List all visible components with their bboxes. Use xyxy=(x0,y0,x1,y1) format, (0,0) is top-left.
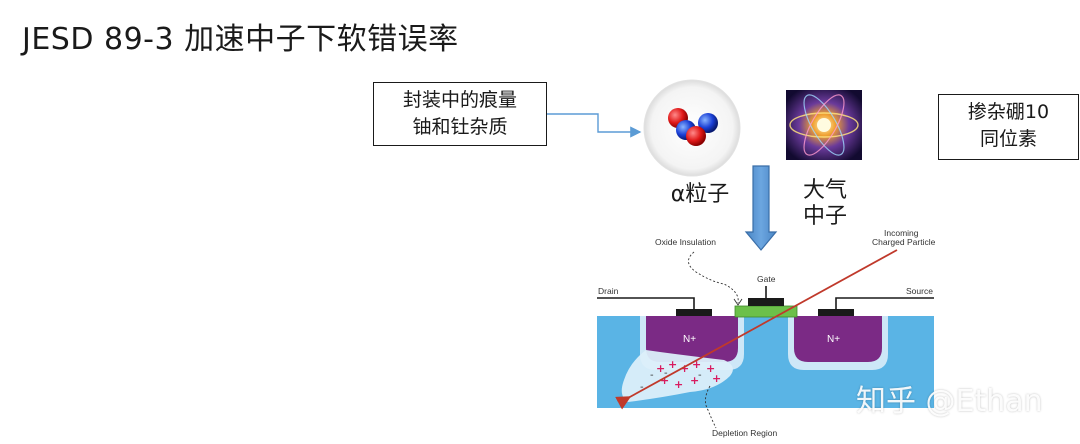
watermark: 知乎 @Ethan xyxy=(856,384,1043,419)
boron-line-2: 同位素 xyxy=(979,128,1037,150)
alpha-particle-label: α粒子 xyxy=(670,182,730,207)
impurity-source-box: 封装中的痕量 铀和钍杂质 xyxy=(373,82,547,146)
page-title: JESD 89-3 加速中子下软错误率 xyxy=(22,22,459,57)
down-arrow-icon xyxy=(744,165,778,251)
svg-text:+: + xyxy=(660,374,669,387)
oxide-insulation-label: Oxide Insulation xyxy=(655,237,716,247)
cosmic-neutron-icon xyxy=(786,90,862,160)
svg-text:-: - xyxy=(664,368,668,379)
n-plus-right-label: N+ xyxy=(827,334,840,345)
impurity-line-2: 铀和钍杂质 xyxy=(412,116,508,138)
alpha-particle-icon xyxy=(643,79,741,177)
svg-text:-: - xyxy=(650,370,654,381)
neutron-line-1: 大气 xyxy=(802,178,847,203)
impurity-line-1: 封装中的痕量 xyxy=(402,89,517,111)
impurity-connector-line xyxy=(547,113,642,138)
gate-label: Gate xyxy=(757,274,776,284)
neutron-line-2: 中子 xyxy=(802,204,847,229)
incoming-label-1: Incoming xyxy=(884,228,919,238)
n-plus-left-label: N+ xyxy=(683,334,696,345)
svg-text:+: + xyxy=(690,374,699,387)
transistor-cross-section: + + + + + + + + + - - - - Oxide Insulati… xyxy=(597,228,936,438)
particle-track-line xyxy=(615,249,898,410)
atmospheric-neutron-label: 大气 中子 xyxy=(790,178,860,230)
svg-text:+: + xyxy=(712,372,721,385)
source-label: Source xyxy=(906,286,933,296)
svg-text:+: + xyxy=(692,358,701,371)
depletion-region-label: Depletion Region xyxy=(712,428,777,438)
incoming-label-2: Charged Particle xyxy=(872,237,936,247)
drain-label: Drain xyxy=(598,286,619,296)
boron-source-box: 掺杂硼10 同位素 xyxy=(938,94,1079,160)
svg-text:+: + xyxy=(656,362,665,375)
boron-line-1: 掺杂硼10 xyxy=(967,101,1050,123)
svg-text:+: + xyxy=(668,358,677,371)
svg-text:+: + xyxy=(674,378,683,391)
svg-text:-: - xyxy=(640,382,644,393)
svg-text:+: + xyxy=(706,362,715,375)
svg-text:+: + xyxy=(680,362,689,375)
svg-text:-: - xyxy=(698,370,702,381)
